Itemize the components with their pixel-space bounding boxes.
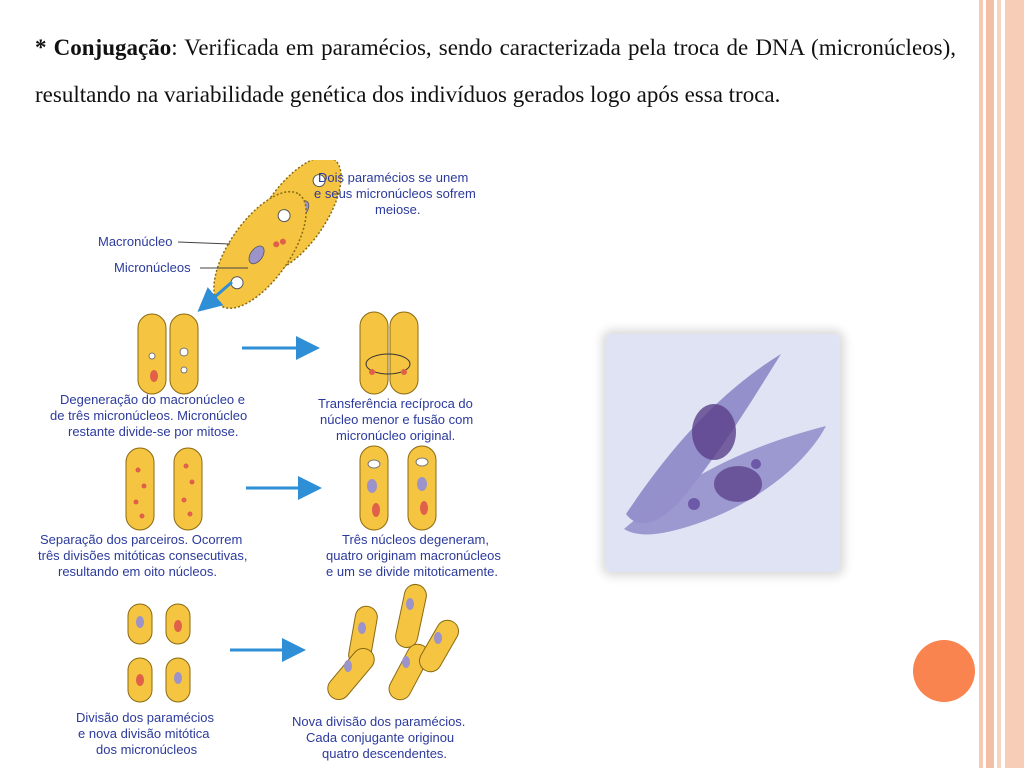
arrow-diagonal — [197, 280, 233, 312]
step2-line: restante divide-se por mitose. — [68, 424, 239, 439]
paragraph-body: : Verificada em paramécios, sendo caract… — [35, 35, 957, 107]
decor-stripe — [1001, 0, 1005, 768]
paramecium-micrograph — [606, 334, 840, 572]
decor-circle — [913, 640, 975, 702]
step3-line: núcleo menor e fusão com — [320, 412, 473, 427]
conjugation-diagram: Macronúcleo Micronúcleos Dois paramécios… — [38, 160, 501, 761]
step1-line: e seus micronúcleos sofrem — [314, 186, 476, 201]
step5-line: e um se divide mitoticamente. — [326, 564, 498, 579]
step7-line: quatro descendentes. — [322, 746, 447, 761]
step3-line: Transferência recíproca do — [318, 396, 473, 411]
microscope-photo — [606, 334, 840, 572]
paramecia-pair-illustration — [177, 160, 342, 310]
decor-stripe — [979, 0, 983, 768]
step4-caption: Separação dos parceiros. Ocorrem três di… — [38, 532, 248, 579]
cells-row4-right — [327, 583, 459, 701]
label-micronucleos: Micronúcleos — [114, 260, 191, 275]
step6-line: Divisão dos paramécios — [76, 710, 215, 725]
step1-caption: Dois paramécios se unem e seus micronúcl… — [314, 170, 476, 217]
cells-row2-left — [137, 313, 199, 395]
step4-line: resultando em oito núcleos. — [58, 564, 217, 579]
step6-caption: Divisão dos paramécios e nova divisão mi… — [76, 710, 215, 757]
cells-row2-right — [359, 311, 419, 395]
decor-stripe — [997, 0, 1001, 768]
step3-line: micronúcleo original. — [336, 428, 455, 443]
term-conjugacao: Conjugação — [53, 35, 172, 60]
step6-line: dos micronúcleos — [96, 742, 198, 757]
step5-caption: Três núcleos degeneram, quatro originam … — [326, 532, 501, 579]
step2-line: Degeneração do macronúcleo e — [60, 392, 245, 407]
cells-row4-left — [127, 603, 191, 703]
step1-line: meiose. — [375, 202, 421, 217]
step1-line: Dois paramécios se unem — [318, 170, 468, 185]
step2-line: de três micronúcleos. Micronúcleo — [50, 408, 247, 423]
bullet: * — [35, 35, 54, 60]
cells-row3-left — [125, 447, 203, 531]
body-paragraph: * Conjugação: Verificada em paramécios, … — [35, 24, 956, 118]
step3-caption: Transferência recíproca do núcleo menor … — [318, 396, 473, 443]
cells-row3-right — [359, 445, 437, 531]
step4-line: Separação dos parceiros. Ocorrem — [40, 532, 242, 547]
step4-line: três divisões mitóticas consecutivas, — [38, 548, 248, 563]
step7-caption: Nova divisão dos paramécios. Cada conjug… — [292, 714, 465, 761]
step5-line: Três núcleos degeneram, — [342, 532, 489, 547]
step7-line: Cada conjugante originou — [306, 730, 454, 745]
step2-caption: Degeneração do macronúcleo e de três mic… — [50, 392, 247, 439]
step6-line: e nova divisão mitótica — [78, 726, 210, 741]
step7-line: Nova divisão dos paramécios. — [292, 714, 465, 729]
decor-stripe — [986, 0, 994, 768]
step5-line: quatro originam macronúcleos — [326, 548, 501, 563]
label-macronucleo: Macronúcleo — [98, 234, 172, 249]
decor-stripe — [1005, 0, 1024, 768]
